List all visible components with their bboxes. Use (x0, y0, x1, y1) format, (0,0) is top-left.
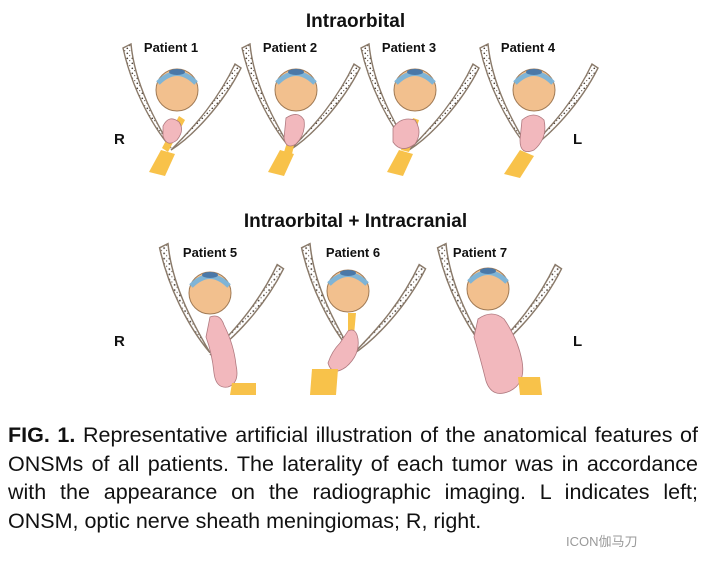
side-label-right-bottom: R (114, 333, 125, 350)
patient-label-1: Patient 1 (143, 40, 199, 55)
caption-text: Representative artificial illustration o… (8, 423, 698, 533)
side-label-left-top: L (573, 131, 583, 148)
figure-caption: FIG. 1. Representative artificial illust… (8, 421, 698, 535)
patient-label-3: Patient 3 (381, 40, 437, 55)
watermark-logo: ICON伽马刀 (566, 534, 638, 549)
heading-intraorbital: Intraorbital (305, 11, 406, 32)
orbit-patient-5 (158, 242, 285, 395)
side-label-left-bottom: L (573, 333, 583, 350)
orbit-patient-1 (122, 43, 242, 176)
orbit-illustrations (122, 43, 599, 395)
orbit-patient-7 (436, 242, 563, 395)
orbit-patient-2 (241, 43, 361, 176)
orbit-patient-4 (479, 43, 599, 178)
heading-intraorbital-intracranial: Intraorbital + Intracranial (243, 211, 468, 232)
orbit-patient-3 (360, 43, 480, 176)
orbit-patient-6 (300, 242, 427, 395)
side-label-right-top: R (114, 131, 125, 148)
patient-label-2: Patient 2 (262, 40, 318, 55)
patient-label-4: Patient 4 (500, 40, 556, 55)
patient-label-6: Patient 6 (325, 245, 381, 260)
patient-label-5: Patient 5 (182, 245, 238, 260)
figure-label: FIG. 1. (8, 423, 76, 447)
patient-label-7: Patient 7 (452, 245, 508, 260)
